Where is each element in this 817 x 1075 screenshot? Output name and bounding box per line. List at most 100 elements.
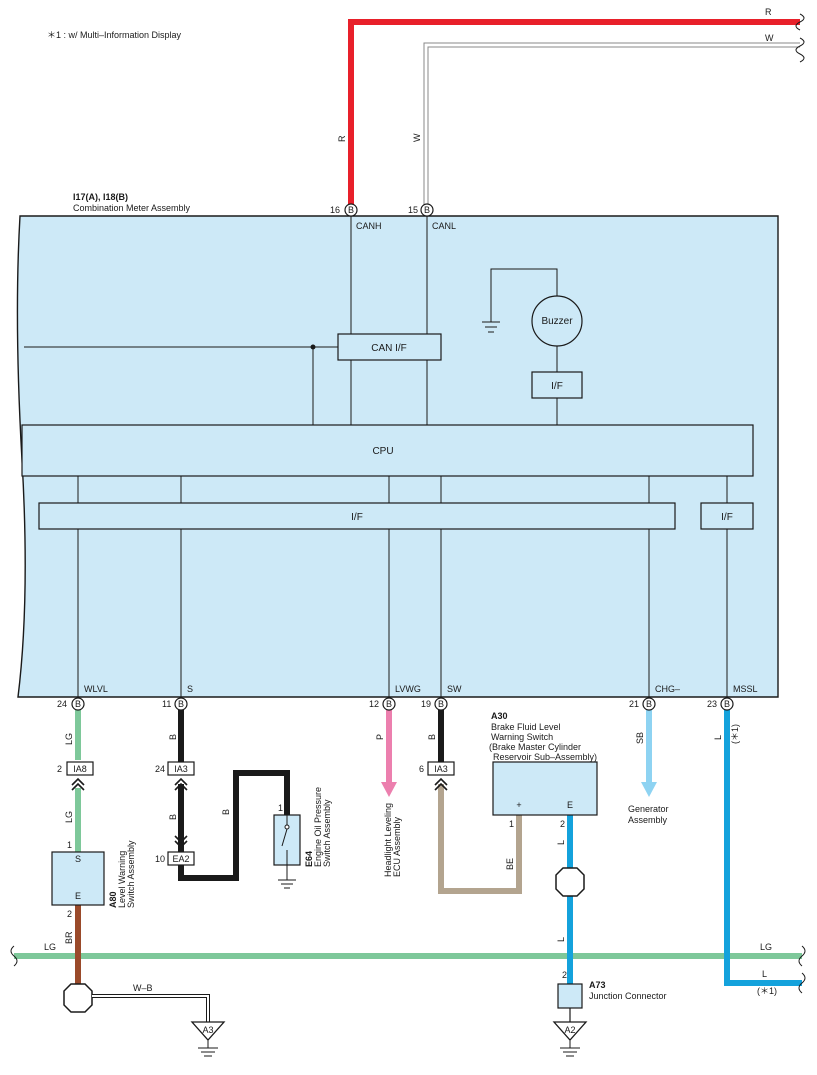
wire-be	[438, 784, 522, 894]
svg-text:B: B	[386, 699, 392, 709]
svg-text:IA8: IA8	[73, 764, 87, 774]
a30-line4: Reservoir Sub–Assembly)	[493, 752, 597, 762]
connector-ea2: EA2 10	[155, 851, 195, 866]
svg-text:16: 16	[330, 205, 340, 215]
wire-label-r-vert: R	[337, 135, 347, 142]
svg-text:2: 2	[560, 819, 565, 829]
svg-text:12: 12	[369, 699, 379, 709]
if-main-block	[38, 502, 676, 530]
a30-brake-fluid-switch: + E 1 2	[492, 761, 598, 829]
svg-text:IA3: IA3	[174, 764, 188, 774]
svg-text:B: B	[424, 205, 430, 215]
svg-text:1: 1	[67, 840, 72, 850]
buzzer-label: Buzzer	[541, 316, 573, 327]
a80-code: A80	[108, 891, 118, 908]
svg-text:B: B	[178, 699, 184, 709]
pin-21: B 21	[629, 697, 656, 711]
svg-text:E: E	[567, 800, 573, 810]
ground-a2-label: A2	[564, 1025, 575, 1035]
a30-line2: Warning Switch	[491, 732, 553, 742]
internal-lines	[24, 216, 728, 697]
splice-left	[63, 983, 93, 1013]
wire-label-be: BE	[505, 858, 515, 870]
svg-text:B: B	[438, 699, 444, 709]
wire-label-b-2: B	[168, 814, 178, 820]
headlight-name2: ECU Assembly	[392, 816, 402, 877]
wire-label-w-vert: W	[412, 133, 422, 142]
ground-a3	[190, 1021, 226, 1057]
pin-15: B 15 CANL	[408, 203, 456, 231]
svg-text:23: 23	[707, 699, 717, 709]
svg-text:B: B	[75, 699, 81, 709]
pin-16: B 16 CANH	[330, 203, 382, 231]
svg-text:10: 10	[155, 854, 165, 864]
pin-24: B 24	[57, 697, 85, 711]
if-main-label: I/F	[351, 512, 363, 523]
svg-text:19: 19	[421, 699, 431, 709]
wire-label-l-1: L	[713, 735, 723, 740]
svg-text:2: 2	[57, 764, 62, 774]
a30-line3: (Brake Master Cylinder	[489, 742, 581, 752]
junction-dot	[310, 344, 316, 350]
svg-text:15: 15	[408, 205, 418, 215]
buzzer	[531, 295, 583, 347]
connector-ia8: IA8 2	[57, 761, 94, 791]
e64-code: E64	[304, 851, 314, 867]
wire-l-23	[724, 710, 802, 986]
buzzer-if-label: I/F	[551, 381, 563, 392]
a73-code: A73	[589, 980, 606, 990]
pin-19: B 19	[421, 697, 448, 711]
wire-p-12	[381, 710, 397, 797]
a73-junction-connector: 2	[557, 970, 583, 1022]
wire-label-b-1: B	[168, 734, 178, 740]
a80-name2: Switch Assembly	[126, 840, 136, 908]
a73-name: Junction Connector	[589, 991, 667, 1001]
svg-text:21: 21	[629, 699, 639, 709]
if-right-label: I/F	[721, 512, 733, 523]
svg-text:2: 2	[67, 909, 72, 919]
pin-12: B 12	[369, 697, 396, 711]
a30-code: A30	[491, 711, 508, 721]
ground-a2	[552, 1021, 588, 1057]
connector-ia3-mid: IA3 6	[419, 761, 455, 791]
svg-text:S: S	[75, 854, 81, 864]
a80-level-warning-switch: S E 1 2	[51, 840, 105, 919]
ground-a3-label: A3	[202, 1025, 213, 1035]
signal-mssl: MSSL	[733, 684, 758, 694]
svg-text:B: B	[724, 699, 730, 709]
cpu-label: CPU	[372, 446, 393, 457]
wire-lg-bus	[10, 945, 806, 967]
e64-oil-pressure-switch: 1	[273, 803, 301, 889]
splice-right	[555, 867, 585, 897]
cpu-block	[21, 424, 754, 477]
svg-text:CANL: CANL	[432, 221, 456, 231]
svg-text:B: B	[646, 699, 652, 709]
buzzer-if-block	[531, 371, 583, 399]
generator-name2: Assembly	[628, 815, 668, 825]
svg-text:6: 6	[419, 764, 424, 774]
top-wire-w	[423, 37, 805, 205]
svg-text:24: 24	[57, 699, 67, 709]
a30-line1: Brake Fluid Level	[491, 722, 561, 732]
footnote: ＊1 : w/ Multi–Information Display	[47, 30, 182, 40]
wire-label-star-1: (＊1)	[730, 724, 740, 744]
wire-label-b-3: B	[221, 809, 231, 815]
connector-ia3-left: IA3 24	[155, 761, 195, 849]
svg-text:1: 1	[509, 819, 514, 829]
pin-23: B 23	[707, 697, 734, 711]
svg-text:11: 11	[162, 699, 171, 709]
e64-name2: Switch Assembly	[322, 799, 332, 867]
e64-name1: Engine Oil Pressure	[313, 787, 323, 867]
svg-text:B: B	[348, 205, 354, 215]
svg-text:24: 24	[155, 764, 165, 774]
meter-name: Combination Meter Assembly	[73, 203, 191, 213]
wire-label-wb: W–B	[133, 983, 153, 993]
generator-name1: Generator	[628, 804, 669, 814]
wire-label-r-top: R	[765, 7, 772, 17]
top-wire-r	[348, 13, 805, 205]
signal-chg: CHG–	[655, 684, 680, 694]
wire-label-lg-bus-right: LG	[760, 942, 772, 952]
svg-text:EA2: EA2	[172, 854, 189, 864]
wire-wb	[92, 994, 210, 1022]
